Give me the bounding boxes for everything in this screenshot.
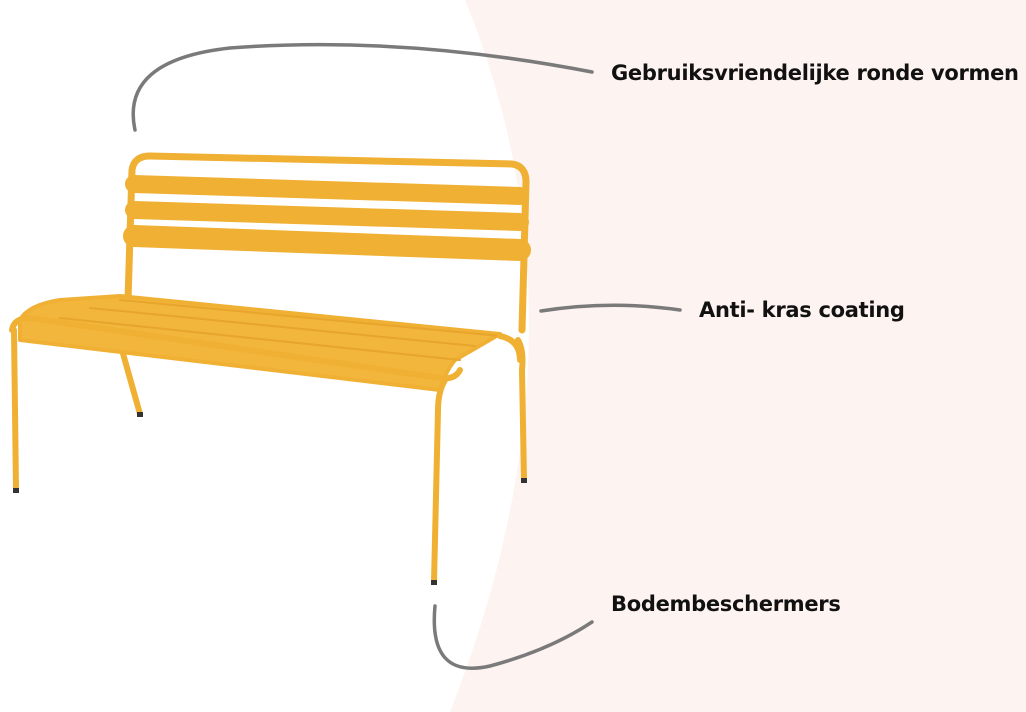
callout-line-floor-protectors xyxy=(432,604,594,670)
bench-image xyxy=(9,152,531,585)
callout-lines xyxy=(131,42,682,670)
callout-line-rounded-shapes xyxy=(131,42,594,132)
feature-label-rounded-shapes: Gebruiksvriendelijke ronde vormen xyxy=(611,61,1019,85)
feature-label-floor-protectors: Bodembeschermers xyxy=(611,592,841,616)
callout-line-coating xyxy=(539,303,682,313)
leg-caps xyxy=(13,412,527,585)
feature-label-anti-scratch: Anti- kras coating xyxy=(699,298,905,322)
